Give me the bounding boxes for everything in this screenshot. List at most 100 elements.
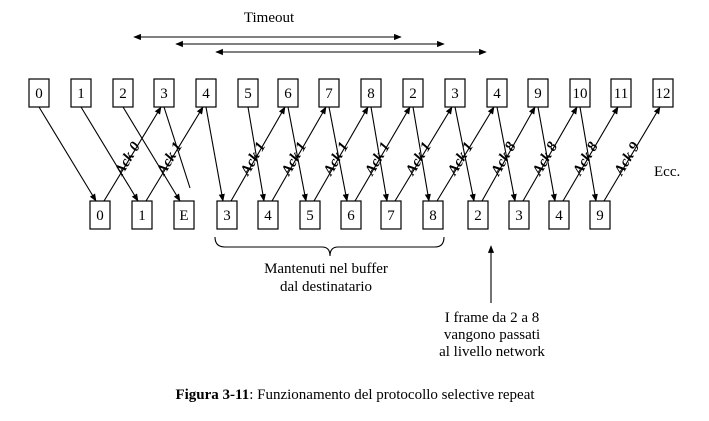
receiver-frame-label: 7 (387, 208, 395, 224)
frame-transmission-line (579, 106, 598, 202)
receiver-frame-box (89, 200, 111, 230)
transfer-lines (38, 106, 661, 202)
sender-frame: 7 (318, 78, 340, 108)
timeout-arrows (133, 33, 487, 56)
sender-frame-label: 2 (409, 86, 417, 102)
sender-frame-box (70, 78, 92, 108)
sender-frame: 10 (569, 78, 591, 108)
network-label-line-2: vangono passati (444, 327, 540, 343)
receiver-frame: 7 (380, 200, 402, 230)
receiver-frame-label: 4 (555, 208, 563, 224)
receiver-frame: 8 (422, 200, 444, 230)
ecc-label: Ecc. (654, 164, 680, 180)
receiver-frame-label: 8 (429, 208, 437, 224)
frame-transmission-line (537, 106, 557, 202)
frame-transmission-line (80, 106, 139, 202)
sender-frame-box (486, 78, 508, 108)
sender-frame: 3 (153, 78, 175, 108)
lost-frame-line (163, 106, 191, 189)
sender-frame: 4 (486, 78, 508, 108)
sender-frame: 2 (402, 78, 424, 108)
network-label-line-3: al livello network (439, 344, 545, 360)
receiver-frame-box (467, 200, 489, 230)
frame-transmission-line (370, 106, 389, 202)
ack-line (394, 106, 453, 202)
figure-caption: Figura 3-11: Funzionamento del protocoll… (175, 387, 535, 403)
sender-frame-label: 12 (656, 86, 671, 102)
receiver-frame: 2 (467, 200, 489, 230)
receiver-frame: 3 (508, 200, 530, 230)
frame-transmission-line (38, 106, 97, 202)
sender-frame-label: 4 (202, 86, 210, 102)
ack-label: Ack 1 (278, 140, 310, 180)
ack-label: Ack 8 (529, 139, 561, 179)
sender-frame-box (195, 78, 217, 108)
sender-frame-box (153, 78, 175, 108)
sender-frame-label: 11 (614, 86, 628, 102)
ack-label: Ack 1 (320, 140, 352, 180)
receiver-frame-box (508, 200, 530, 230)
sender-frame-box (652, 78, 674, 108)
ack-label: Ack 1 (444, 140, 477, 179)
sender-frame: 4 (195, 78, 217, 108)
ack-line (481, 106, 536, 202)
ack-label: Ack 8 (570, 139, 602, 179)
sender-frame: 8 (360, 78, 382, 108)
receiver-frame-box (257, 200, 279, 230)
caption-rest: : Funzionamento del protocollo selective… (249, 387, 535, 403)
sender-frame-label: 3 (160, 86, 168, 102)
sender-frame-box (112, 78, 134, 108)
receiver-frame: 1 (131, 200, 153, 230)
sender-frame: 0 (28, 78, 50, 108)
ack-line (436, 106, 495, 202)
ack-line (603, 106, 661, 202)
ack-line (271, 106, 327, 202)
receiver-frame: 4 (548, 200, 570, 230)
sender-frame-label: 9 (534, 86, 542, 102)
sender-frame: 5 (237, 78, 259, 108)
sender-frame-label: 5 (244, 86, 252, 102)
receiver-frame-box (589, 200, 611, 230)
sender-frame: 12 (652, 78, 674, 108)
buffer-label-line-2: dal destinatario (280, 279, 372, 295)
sender-frame-label: 6 (284, 86, 292, 102)
ack-label: Ack 1 (402, 140, 435, 179)
sender-frame-label: 1 (77, 86, 85, 102)
caption-bold: Figura 3-11 (175, 387, 249, 403)
receiver-frame: 9 (589, 200, 611, 230)
network-label-line-1: I frame da 2 a 8 (445, 310, 540, 326)
buffer-brace (214, 236, 445, 257)
frame-transmission-line (496, 106, 517, 202)
receiver-frame-label: 3 (515, 208, 523, 224)
sender-frame-box (28, 78, 50, 108)
frame-transmission-line (247, 106, 266, 202)
receiver-frame: 5 (299, 200, 321, 230)
receiver-frame-label: 0 (96, 208, 104, 224)
receiver-frame-box (173, 200, 195, 230)
receiver-frame-box (131, 200, 153, 230)
frame-transmission-line (287, 106, 308, 202)
ack-line (354, 106, 411, 202)
frame-transmission-line (412, 106, 431, 202)
sender-frame-box (610, 78, 632, 108)
frame-transmission-line (205, 106, 225, 202)
sender-frame: 2 (112, 78, 134, 108)
timeout-label: Timeout (244, 10, 295, 26)
receiver-frame-box (422, 200, 444, 230)
sender-frame-box (277, 78, 299, 108)
ack-line (562, 106, 619, 202)
ack-line (145, 106, 204, 202)
buffer-label-line-1: Mantenuti nel buffer (264, 261, 388, 277)
receiver-frame: 3 (216, 200, 238, 230)
receiver-frame-box (548, 200, 570, 230)
sender-frame-box (318, 78, 340, 108)
ack-label: Ack 1 (237, 140, 269, 180)
ack-line (522, 106, 578, 202)
ack-line (313, 106, 369, 202)
sender-frame-label: 10 (573, 86, 588, 102)
sender-frame-label: 0 (35, 86, 43, 102)
receiver-frame-box (380, 200, 402, 230)
